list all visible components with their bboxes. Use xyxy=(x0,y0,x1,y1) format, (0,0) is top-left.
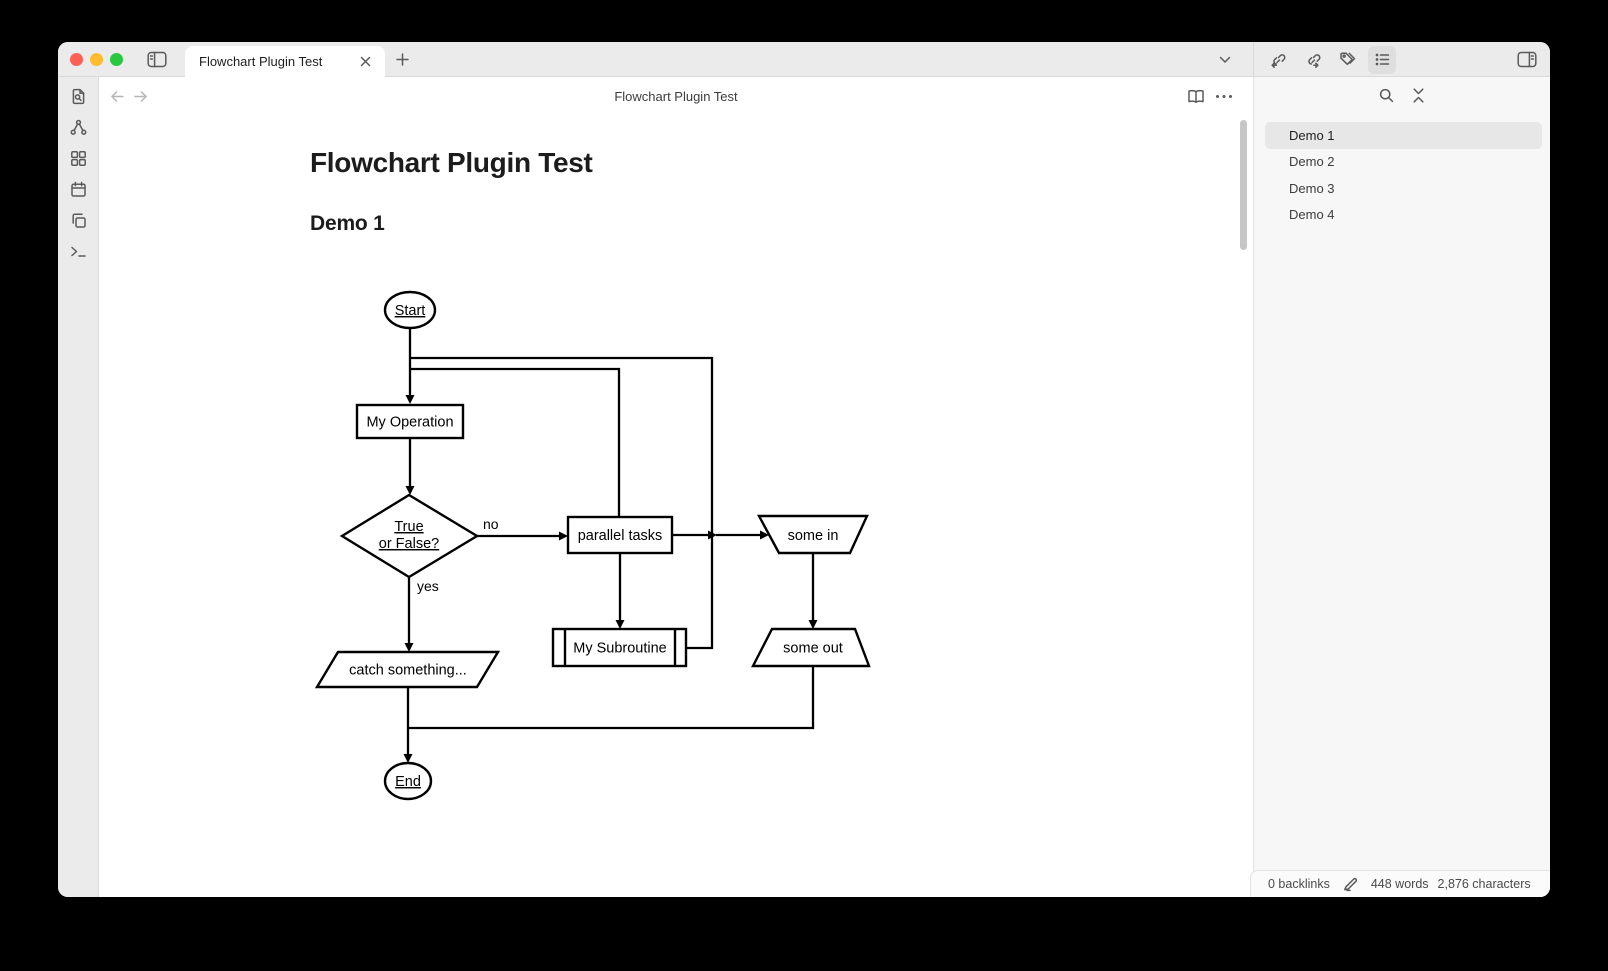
status-bar: 0 backlinks 448 words 2,876 characters xyxy=(1250,870,1550,897)
search-file-button[interactable] xyxy=(66,88,90,104)
pane-divider xyxy=(1253,42,1254,77)
link-outgoing-icon xyxy=(1307,54,1320,68)
minimize-window-button[interactable] xyxy=(90,53,103,66)
chevron-down-icon xyxy=(1219,56,1231,63)
right-sidebar-toggle-button[interactable] xyxy=(1514,42,1540,77)
tab-flowchart-plugin-test[interactable]: Flowchart Plugin Test xyxy=(185,46,385,77)
outline-item-demo-1[interactable]: Demo 1 xyxy=(1265,122,1542,149)
traffic-lights xyxy=(70,53,123,66)
node-condition[interactable] xyxy=(339,493,480,579)
tags-button[interactable] xyxy=(1333,46,1361,74)
navigate-forward-button[interactable] xyxy=(132,88,149,105)
list-icon xyxy=(1375,53,1389,66)
plus-icon xyxy=(395,53,409,66)
app-window: Flowchart Plugin Test xyxy=(58,42,1550,897)
node-output-label: some out xyxy=(783,641,843,657)
character-count: 2,876 characters xyxy=(1437,877,1531,891)
node-condition-label-line2[interactable]: or False? xyxy=(379,536,439,552)
node-start[interactable] xyxy=(383,290,437,330)
templates-button[interactable] xyxy=(66,212,90,228)
node-catch xyxy=(314,650,501,689)
calendar-icon xyxy=(70,181,86,197)
edge-parallel-to-operation xyxy=(410,367,621,517)
note-heading-2: Demo 1 xyxy=(310,212,385,235)
more-options-button[interactable] xyxy=(1215,94,1233,99)
file-search-icon xyxy=(72,88,84,104)
node-operation xyxy=(355,403,465,440)
edge-label-yes: yes xyxy=(417,578,439,594)
outline-search-button[interactable] xyxy=(1378,87,1395,104)
node-subroutine xyxy=(551,627,688,668)
word-count: 448 words xyxy=(1370,877,1429,891)
graph-view-button[interactable] xyxy=(66,119,90,135)
outline-item-demo-2[interactable]: Demo 2 xyxy=(1289,154,1335,170)
zoom-window-button[interactable] xyxy=(110,53,123,66)
navigate-back-button[interactable] xyxy=(109,88,126,105)
node-catch-label: catch something... xyxy=(349,663,467,679)
collapse-all-button[interactable] xyxy=(1411,87,1426,104)
backlinks-count[interactable]: 0 backlinks xyxy=(1268,877,1330,891)
node-parallel xyxy=(566,515,674,555)
node-end-label[interactable]: End xyxy=(395,774,421,790)
copy-icon xyxy=(71,212,86,228)
tag-icon xyxy=(1339,52,1355,66)
canvas-button[interactable] xyxy=(66,150,90,166)
backlinks-button[interactable] xyxy=(1263,46,1291,74)
left-sidebar-toggle-button[interactable] xyxy=(144,42,170,77)
outline-button[interactable] xyxy=(1368,45,1396,74)
outline-item-demo-4[interactable]: Demo 4 xyxy=(1289,207,1335,223)
node-operation-label: My Operation xyxy=(366,415,453,431)
layout-grid-icon xyxy=(70,150,86,166)
main-scrollbar[interactable] xyxy=(1240,120,1247,250)
edge-output-to-end xyxy=(408,666,815,730)
command-palette-button[interactable] xyxy=(66,243,90,259)
outgoing-links-button[interactable] xyxy=(1298,46,1326,74)
node-condition-label-line1[interactable]: True xyxy=(394,519,423,535)
terminal-icon xyxy=(70,246,86,257)
sidebar-left-icon xyxy=(147,51,167,68)
tab-bar: Flowchart Plugin Test xyxy=(58,42,1550,77)
flowchart-diagram: Start My Operation True or False? parall… xyxy=(314,290,871,801)
node-output xyxy=(751,627,871,668)
tab-close-button[interactable] xyxy=(355,52,375,72)
link-incoming-icon xyxy=(1270,54,1285,68)
daily-note-button[interactable] xyxy=(66,181,90,197)
left-ribbon xyxy=(58,77,99,897)
node-subroutine-label: My Subroutine xyxy=(573,641,667,657)
sidebar-right-icon xyxy=(1517,51,1537,68)
node-start-label[interactable]: Start xyxy=(395,303,426,319)
main-pane: Flowchart Plugin Test Flowchart Plugin T… xyxy=(99,77,1253,897)
edge-subroutine-to-operation xyxy=(410,356,714,650)
tab-list-dropdown-button[interactable] xyxy=(1212,42,1238,77)
note-content: Flowchart Plugin Test Demo 1 xyxy=(99,115,1253,236)
node-input xyxy=(756,514,869,555)
node-parallel-label: parallel tasks xyxy=(578,528,663,544)
note-heading-1: Flowchart Plugin Test xyxy=(310,147,593,178)
view-title: Flowchart Plugin Test xyxy=(614,88,738,104)
new-tab-button[interactable] xyxy=(389,42,415,77)
node-end[interactable] xyxy=(383,761,433,801)
close-icon xyxy=(360,56,370,67)
view-header: Flowchart Plugin Test xyxy=(99,77,1253,115)
edit-pencil-icon xyxy=(1343,877,1357,891)
node-input-label: some in xyxy=(788,528,839,544)
outline-item-demo-3[interactable]: Demo 3 xyxy=(1289,180,1335,196)
graph-icon xyxy=(70,119,86,135)
reading-mode-button[interactable] xyxy=(1187,89,1205,104)
outline-list: Demo 1 Demo 2 Demo 3 Demo 4 xyxy=(1265,122,1542,228)
tab-title: Flowchart Plugin Test xyxy=(199,54,323,69)
edge-label-no: no xyxy=(483,516,499,532)
right-sidebar: Demo 1 Demo 2 Demo 3 Demo 4 xyxy=(1253,77,1550,897)
close-window-button[interactable] xyxy=(70,53,83,66)
